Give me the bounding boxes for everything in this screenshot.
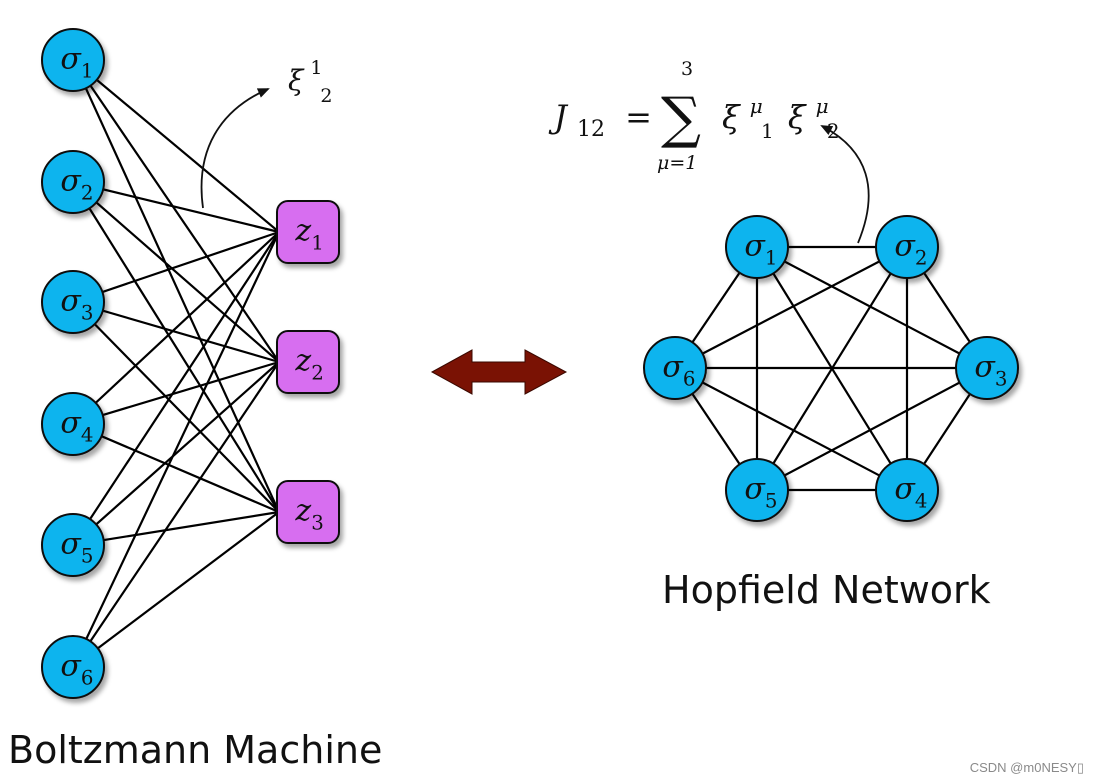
bm-edge-v1-h1	[72, 59, 280, 233]
coupling-formula: J 12 = ∑ 3 μ=1 ξ μ 1 ξ μ 2	[548, 58, 840, 174]
hop-edge-2-6	[674, 246, 908, 369]
bm-hidden-node-label: z1	[294, 213, 323, 254]
bm-visible-node-5: σ5	[41, 513, 105, 577]
bm-visible-node-label: σ5	[60, 526, 93, 567]
hop-node-circle	[955, 336, 1019, 400]
hop-node-3: σ3	[955, 336, 1019, 400]
bm-edge-v4-h2	[72, 360, 280, 426]
bm-visible-node-circle	[41, 270, 105, 334]
hop-edge-4-6	[674, 367, 908, 491]
bm-edge-v3-h1	[72, 230, 280, 304]
weight-label: ξ 1 2	[288, 48, 332, 107]
hop-node-2: σ2	[875, 215, 939, 279]
watermark-text: CSDN @m0NESY▯	[969, 760, 1084, 775]
hop-edge-3-5	[756, 367, 988, 491]
bm-visible-node-label: σ3	[60, 283, 93, 324]
bm-edge-v4-h1	[72, 231, 280, 425]
bm-edge-v6-h2	[72, 361, 280, 668]
bm-visible-node-circle	[41, 635, 105, 699]
formula-sum-symbol: ∑	[661, 86, 701, 151]
hop-node-circle	[725, 215, 789, 279]
boltzmann-machine-title: Boltzmann Machine	[8, 728, 383, 772]
bm-edge-v3-h2	[72, 300, 280, 364]
formula-term2-sup: μ	[816, 94, 829, 118]
formula-term1: ξ	[722, 98, 741, 136]
hop-node-label: σ1	[744, 228, 777, 269]
hop-node-6: σ6	[643, 336, 707, 400]
bm-edge-v5-h2	[72, 361, 280, 546]
formula-term2-sub: 2	[827, 119, 840, 143]
formula-lhs-sub: 12	[577, 117, 605, 142]
bm-visible-node-circle	[41, 513, 105, 577]
bm-visible-node-3: σ3	[41, 270, 105, 334]
bm-visible-node-2: σ2	[41, 150, 105, 214]
hopfield-nodes: σ1 σ2 σ3 σ4 σ5 σ6	[643, 215, 1019, 522]
hop-node-1: σ1	[725, 215, 789, 279]
hopfield-edges	[674, 245, 988, 492]
hop-node-label: σ5	[744, 471, 777, 512]
hop-node-label: σ6	[662, 349, 695, 390]
bm-edge-v1-h2	[72, 59, 280, 363]
formula-pointer-arrow	[820, 125, 870, 244]
bm-hidden-node-1: z1	[276, 200, 340, 264]
bm-edge-v2-h3	[72, 181, 280, 513]
hop-node-circle	[725, 458, 789, 522]
bm-hidden-node-3: z3	[276, 480, 340, 544]
boltzmann-visible-layer: σ1 σ2 σ3 σ4 σ5 σ6	[41, 28, 105, 699]
hop-node-circle	[875, 458, 939, 522]
hop-node-circle	[875, 215, 939, 279]
formula-term1-sup: μ	[750, 94, 763, 118]
bm-visible-node-circle	[41, 392, 105, 456]
bm-visible-node-circle	[41, 150, 105, 214]
hop-node-label: σ2	[894, 228, 927, 269]
bm-visible-node-4: σ4	[41, 392, 105, 456]
bm-hidden-node-label: z2	[294, 343, 323, 384]
boltzmann-edges	[71, 59, 281, 668]
bm-edge-v2-h2	[72, 181, 280, 363]
formula-sum-lower: μ=1	[657, 152, 697, 174]
bm-edge-v3-h3	[72, 301, 280, 513]
hop-node-circle	[643, 336, 707, 400]
bm-hidden-node-2: z2	[276, 330, 340, 394]
svg-text:ξ μ 1 ξ: ξ μ 1 ξ μ 2	[722, 83, 840, 146]
bm-edge-v6-h3	[72, 511, 280, 668]
hop-node-label: σ4	[894, 471, 927, 512]
hop-node-5: σ5	[725, 458, 789, 522]
hop-edge-1-3	[756, 246, 988, 369]
bm-edge-v5-h3	[72, 510, 280, 547]
svg-text:J 12 =: J 12 =	[548, 98, 652, 144]
weight-pointer-arrow	[200, 88, 270, 209]
bm-visible-node-1: σ1	[41, 28, 105, 92]
bm-hidden-node-box	[276, 330, 340, 394]
bm-visible-node-label: σ2	[60, 163, 93, 204]
bm-hidden-node-label: z3	[294, 493, 323, 534]
boltzmann-hidden-layer: z1 z2 z3	[276, 200, 340, 544]
formula-sum-upper: 3	[681, 58, 693, 80]
bm-edge-v4-h3	[72, 422, 280, 514]
formula-term2: ξ	[788, 98, 807, 136]
formula-term1-sub: 1	[761, 119, 774, 143]
formula-equals: =	[625, 98, 652, 136]
bm-edge-v5-h1	[72, 231, 280, 546]
bm-edge-v1-h3	[71, 59, 281, 513]
bm-edge-v6-h1	[72, 231, 280, 668]
hop-node-label: σ3	[974, 349, 1007, 390]
equivalence-double-arrow	[430, 349, 568, 395]
bm-visible-node-label: σ6	[60, 648, 93, 689]
bm-edge-v2-h1	[72, 180, 280, 234]
bm-visible-node-label: σ4	[60, 405, 93, 446]
bm-hidden-node-box	[276, 480, 340, 544]
hopfield-network-title: Hopfield Network	[662, 568, 991, 612]
hop-node-4: σ4	[875, 458, 939, 522]
bm-visible-node-circle	[41, 28, 105, 92]
bm-hidden-node-box	[276, 200, 340, 264]
bm-visible-node-6: σ6	[41, 635, 105, 699]
bm-visible-node-label: σ1	[60, 41, 93, 82]
formula-lhs: J	[548, 98, 569, 136]
